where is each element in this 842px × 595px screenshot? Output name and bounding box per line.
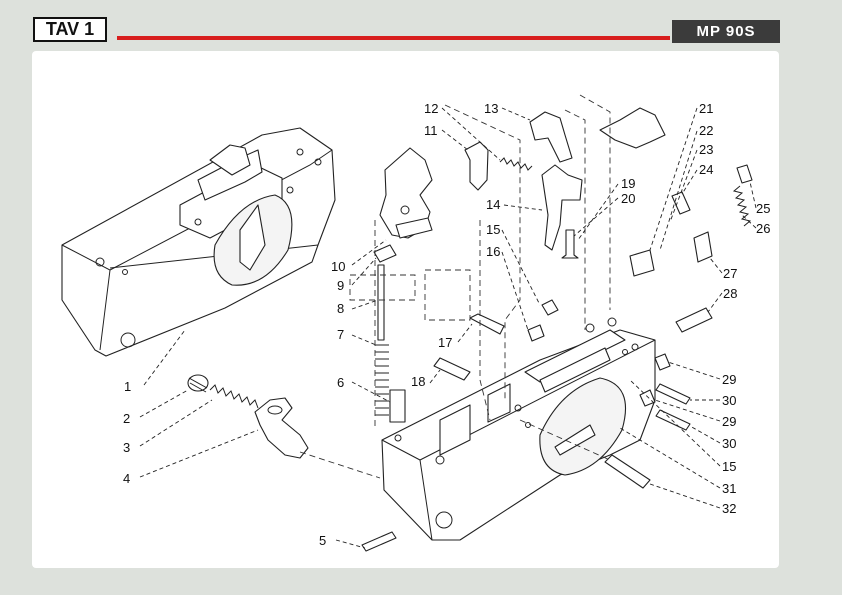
part-29-spring-b [639,389,656,407]
part-number: 17 [438,335,452,350]
part-number: 11 [424,123,438,138]
part-28-bolt [675,307,713,333]
part-number: 2 [123,411,130,426]
part-number: 19 [621,176,635,191]
part-15-spring [541,299,559,316]
model-label: MP 90S [672,20,780,43]
part-11-latch [464,141,489,191]
part-30-pin [655,383,691,405]
part-number: 14 [486,197,500,212]
part-29-spring [654,353,671,371]
part-number: 9 [337,278,344,293]
part-25-cap [736,164,753,184]
part-7-spring [375,344,389,416]
part-9-rod-head [373,244,397,263]
part-number: 27 [723,266,737,281]
part-number: 29 [722,372,736,387]
part-5-pin [361,531,397,552]
part-number: 20 [621,191,635,206]
header-red-rule [117,36,670,40]
part-number: 26 [756,221,770,236]
part-8-rod [377,264,385,341]
assembled-receiver-drawing [61,127,336,357]
part-16-spring [527,324,545,342]
part-number-labels: 1 2 3 4 5 6 7 8 9 10 11 12 13 14 15 16 1… [123,101,770,548]
part-number: 30 [722,393,736,408]
part-number: 29 [722,414,736,429]
part-number: 1 [124,379,131,394]
part-number: 13 [484,101,498,116]
part-number: 18 [411,374,425,389]
part-number: 15 [722,459,736,474]
part-number: 25 [756,201,770,216]
part-number: 8 [337,301,344,316]
part-2-spring-cap [187,374,209,393]
part-number: 24 [699,162,713,177]
part-26-spring [732,185,752,227]
part-number: 12 [424,101,438,116]
part-number: 30 [722,436,736,451]
receiver-body-drawing [381,317,656,541]
part-13-bracket [529,111,573,163]
part-number: 3 [123,440,130,455]
part-number: 7 [337,327,344,342]
part-18-pin [433,357,471,381]
leader-lines [139,107,757,549]
part-6-spring [389,389,406,423]
part-32-pin [604,454,651,489]
part-14-trigger [541,164,583,251]
part-number: 22 [699,123,713,138]
part-number: 23 [699,142,713,157]
part-24-spring [671,191,691,215]
part-number: 21 [699,101,713,116]
part-number: 28 [723,286,737,301]
part-12-spring [499,157,533,171]
part-number: 5 [319,533,326,548]
part-27-sleeve [693,231,713,263]
part-number: 32 [722,501,736,516]
part-number: 15 [486,222,500,237]
part-30-pin-b [655,409,691,431]
part-number: 16 [486,244,500,259]
part-10-hammer [379,147,433,239]
part-4-lever [254,397,309,459]
part-number: 6 [337,375,344,390]
part-20-screw [561,229,579,259]
part-23-plug [629,249,655,277]
part-number: 31 [722,481,736,496]
part-number: 4 [123,471,130,486]
part-17-bolt [469,313,505,335]
part-21-block [599,107,666,149]
table-label: TAV 1 [33,17,107,42]
part-3-spring [209,384,259,409]
part-number: 10 [331,259,345,274]
assembly-guide-lines [299,94,611,479]
